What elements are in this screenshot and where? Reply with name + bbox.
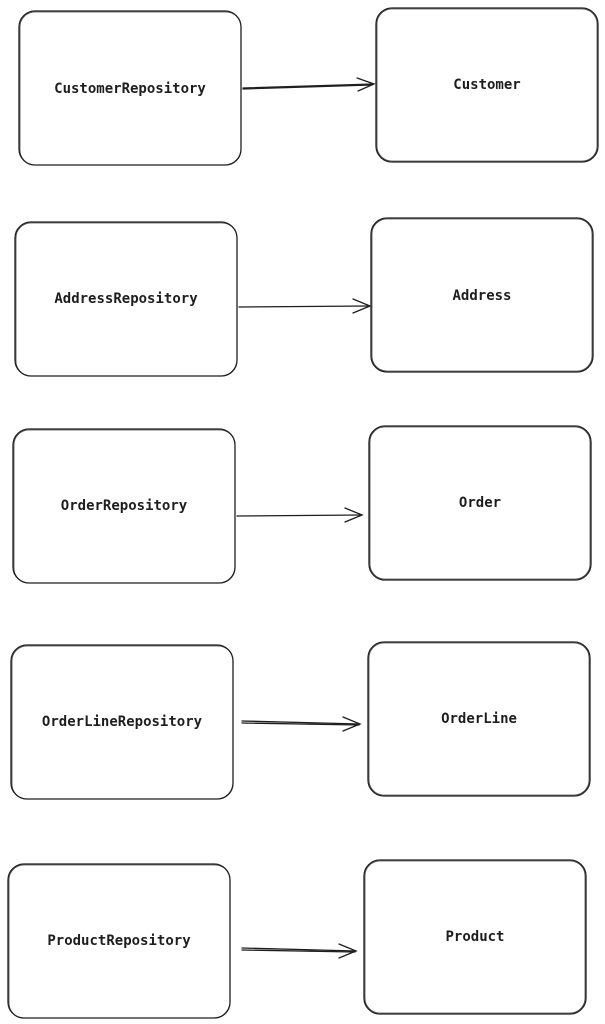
entity-node[interactable]: Product	[363, 859, 587, 1015]
repository-node[interactable]: ProductRepository	[7, 863, 231, 1019]
repository-node[interactable]: CustomerRepository	[18, 10, 242, 166]
dependency-arrow	[241, 943, 358, 959]
dependency-arrow	[242, 77, 376, 92]
diagram-row: OrderLineRepository OrderLine	[10, 641, 591, 800]
repository-node[interactable]: AddressRepository	[14, 221, 238, 377]
entity-node[interactable]: OrderLine	[367, 641, 591, 797]
node-label: Order	[459, 495, 501, 511]
diagram-row: CustomerRepository Customer	[18, 7, 599, 166]
node-label: Address	[452, 288, 511, 304]
dependency-arrow	[236, 507, 364, 523]
node-label: Customer	[453, 77, 520, 93]
node-label: OrderLineRepository	[42, 714, 203, 730]
node-label: OrderLine	[441, 711, 517, 727]
node-label: AddressRepository	[54, 291, 198, 307]
diagram-row: OrderRepository Order	[12, 425, 592, 584]
node-label: OrderRepository	[61, 498, 188, 514]
dependency-arrow	[241, 716, 362, 732]
node-label: ProductRepository	[47, 933, 191, 949]
node-label: Product	[445, 929, 504, 945]
node-label: CustomerRepository	[54, 81, 206, 97]
entity-node[interactable]: Customer	[375, 7, 599, 163]
dependency-arrow	[238, 298, 372, 314]
diagram-row: ProductRepository Product	[7, 859, 587, 1019]
entity-node[interactable]: Address	[370, 217, 594, 373]
diagram-row: AddressRepository Address	[14, 217, 594, 377]
repository-node[interactable]: OrderRepository	[12, 428, 236, 584]
repository-node[interactable]: OrderLineRepository	[10, 644, 234, 800]
entity-node[interactable]: Order	[368, 425, 592, 581]
